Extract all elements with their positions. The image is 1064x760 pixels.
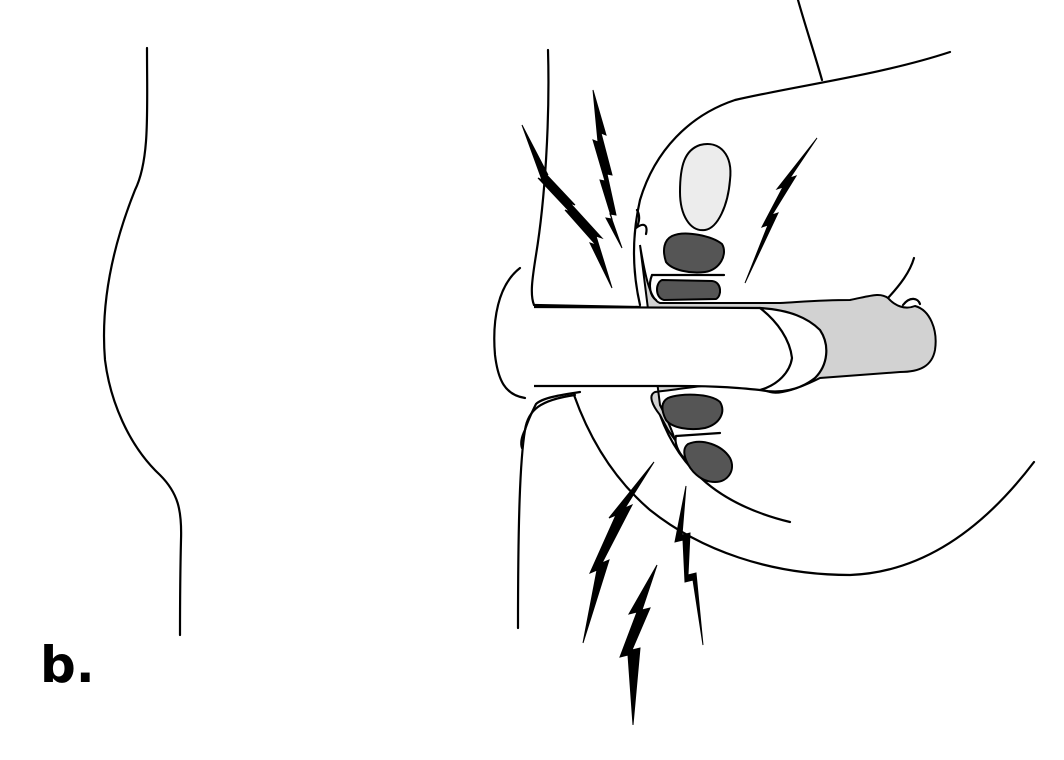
- bladder: [678, 143, 732, 232]
- right-upper-front: [493, 266, 527, 400]
- lightning-bolt-icon: [582, 461, 655, 644]
- glans-line: [758, 306, 794, 392]
- small-contour: [658, 413, 792, 524]
- pubic-joint: [648, 273, 726, 302]
- right-thigh-outline: [572, 393, 1036, 577]
- sacrum-lower: [683, 440, 734, 484]
- penis: [533, 305, 828, 393]
- lightning-bolt-icon: [744, 137, 818, 284]
- lightning-bolt-icon: [521, 124, 613, 289]
- panel-label: b.: [40, 636, 95, 694]
- lightning-bolt-icon: [592, 89, 623, 249]
- left-body-outline: [102, 46, 183, 637]
- lightning-bolt-icon: [674, 485, 704, 646]
- pubic-hair-lower: [520, 390, 582, 450]
- lightning-bolt-icon: [619, 564, 658, 726]
- pubic-hair-upper: [634, 208, 648, 236]
- cervix-contour-2: [901, 297, 922, 307]
- cervix-contour: [886, 256, 916, 300]
- sacrum-joint: [674, 431, 722, 460]
- pubic-bone-lower: [656, 278, 722, 302]
- right-inner-thigh: [516, 393, 577, 630]
- right-front-outline: [530, 48, 550, 307]
- sacrum-upper: [661, 393, 724, 431]
- pubic-bone-upper: [663, 232, 725, 274]
- right-buttock-outline: [632, 50, 952, 307]
- right-back-outline: [796, 0, 824, 82]
